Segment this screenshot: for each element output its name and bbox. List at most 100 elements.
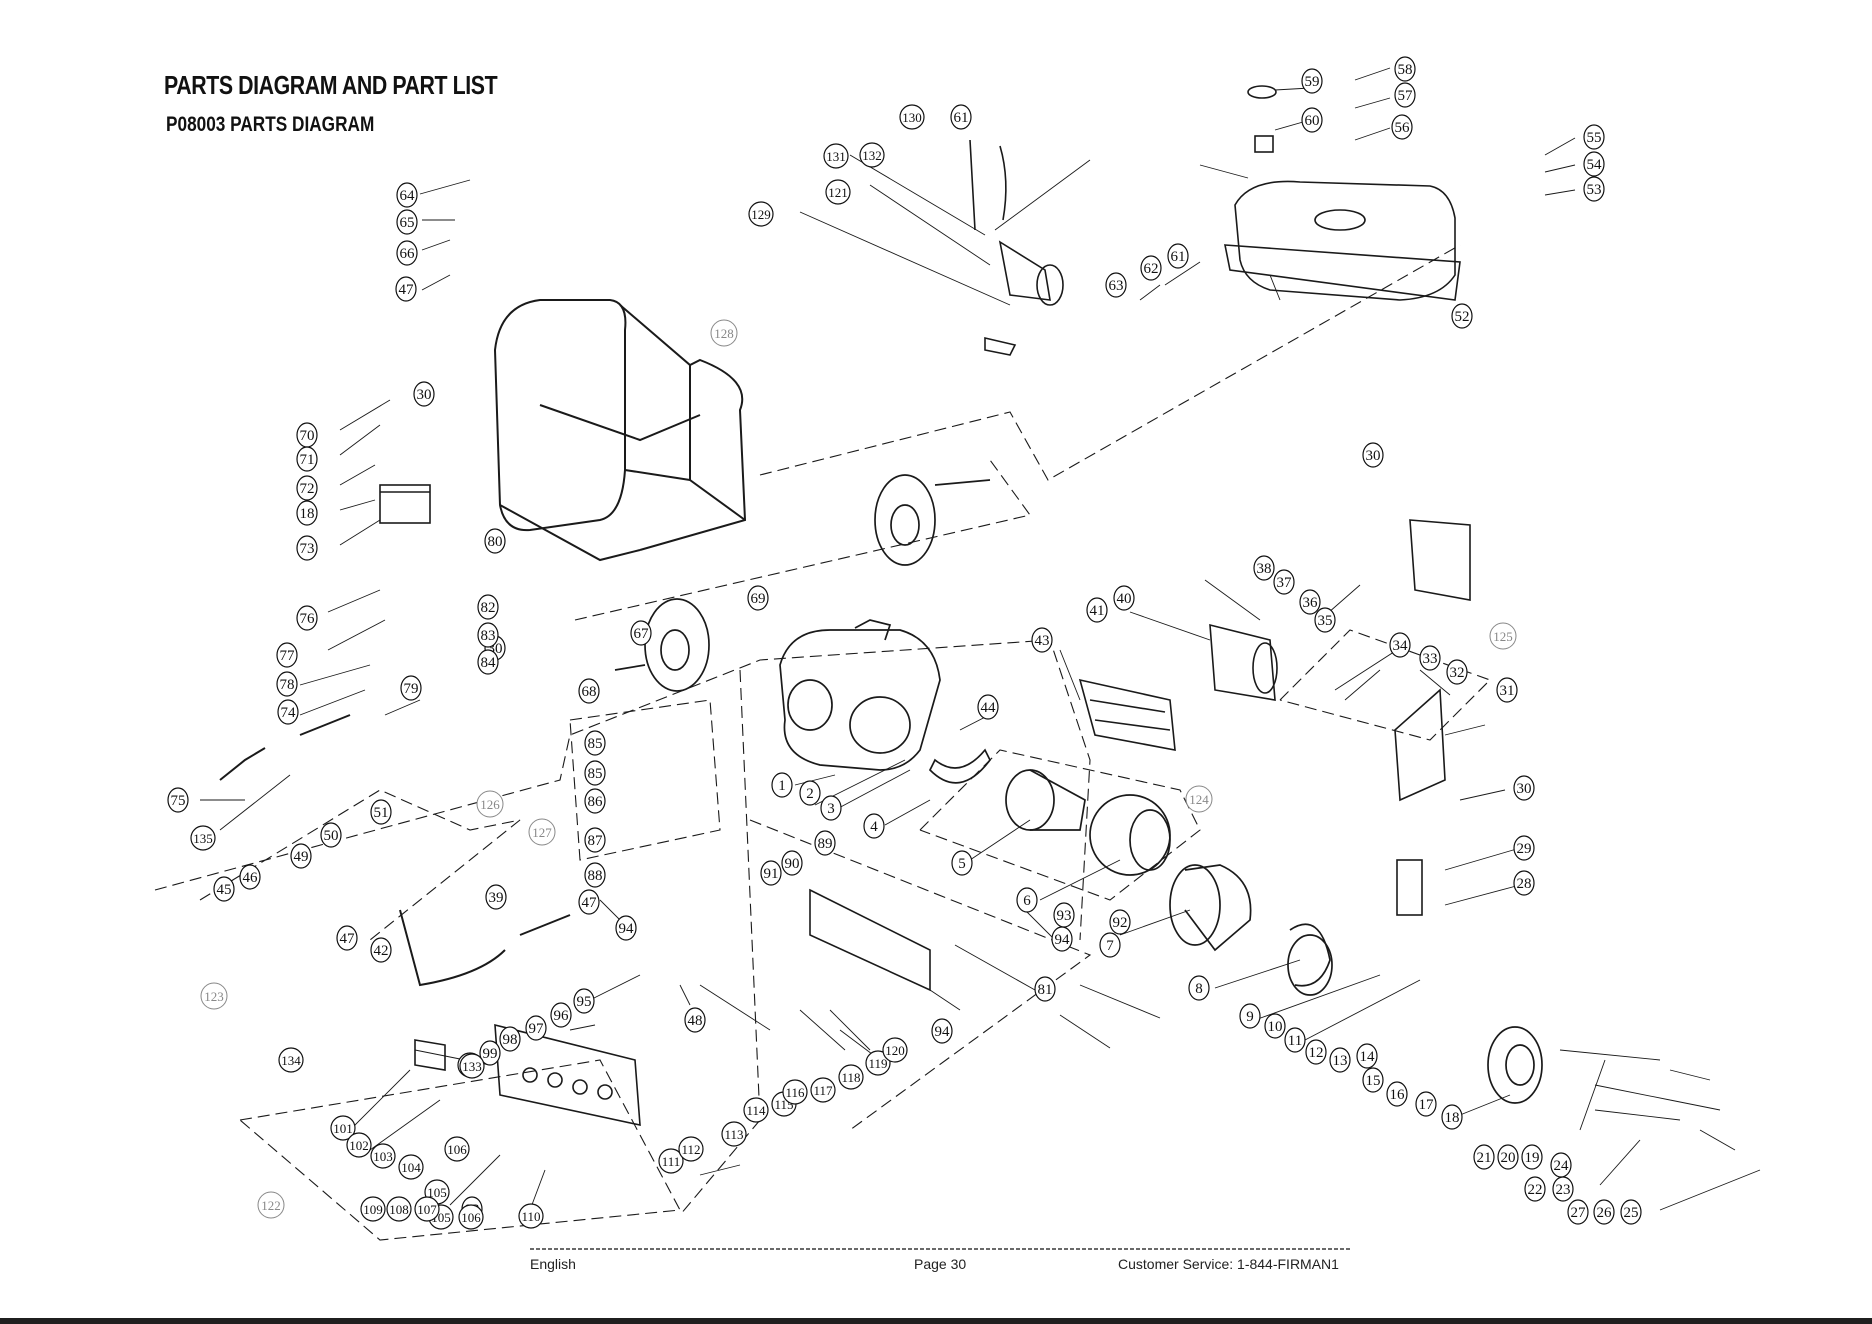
part-callout: 19 <box>1521 1144 1543 1170</box>
part-callout: 95 <box>573 988 595 1014</box>
group-callout-number: 123 <box>204 989 224 1004</box>
callout-circle <box>977 694 999 720</box>
callout-circle <box>584 730 606 756</box>
callout-number: 51 <box>374 805 389 821</box>
part-callout: 14 <box>1356 1043 1378 1069</box>
callout-number: 17 <box>1419 1097 1435 1113</box>
group-callout-number: 127 <box>532 825 552 840</box>
callout-number: 18 <box>300 506 315 522</box>
part-callout: 30 <box>1513 775 1535 801</box>
part-callout: 35 <box>1314 607 1336 633</box>
callout-number: 130 <box>902 110 922 125</box>
control-panel <box>414 888 931 1127</box>
callout-circle <box>395 276 417 302</box>
callout-circle <box>1284 1027 1306 1053</box>
callout-number: 5 <box>958 856 966 872</box>
callout-circle <box>859 142 885 168</box>
part-callout: 41 <box>1086 597 1108 623</box>
part-callout: 54 <box>1583 151 1605 177</box>
part-callout: 130 <box>899 104 925 130</box>
callout-circle <box>296 475 318 501</box>
part-callout: 48 <box>684 1007 706 1033</box>
callout-circle <box>584 760 606 786</box>
callout-circle <box>1239 1003 1261 1029</box>
outline-127 <box>569 699 721 861</box>
part-callout: 4 <box>863 813 885 839</box>
callout-circle <box>615 915 637 941</box>
part-callout: 91 <box>760 860 782 886</box>
part-callout: 69 <box>747 585 769 611</box>
callout-number: 62 <box>1144 261 1159 277</box>
part-callout: 111 <box>658 1148 684 1174</box>
part-callout: 106 <box>444 1136 470 1162</box>
part-callout: 29 <box>1513 835 1535 861</box>
callout-number: 40 <box>1117 591 1132 607</box>
callout-number: 91 <box>764 866 779 882</box>
callout-circle <box>396 182 418 208</box>
callout-number: 54 <box>1587 157 1603 173</box>
part-callout: 8 <box>1188 975 1210 1001</box>
callout-circle <box>743 1097 769 1123</box>
part-callout: 23 <box>1552 1176 1574 1202</box>
callout-circle <box>865 1050 891 1076</box>
callout-circle <box>1473 1144 1495 1170</box>
part-callout: 33 <box>1419 645 1441 671</box>
callout-number: 59 <box>1305 74 1320 90</box>
part-callout: 43 <box>1031 627 1053 653</box>
callout-number: 88 <box>588 868 603 884</box>
callout-circle <box>1386 1081 1408 1107</box>
callout-number: 30 <box>417 387 432 403</box>
callout-circle <box>477 622 499 648</box>
callout-circle <box>1051 926 1073 952</box>
callout-number: 77 <box>280 648 296 664</box>
part-callout: 66 <box>396 240 418 266</box>
fuel-tank <box>1224 85 1461 301</box>
part-callout: 108 <box>386 1196 412 1222</box>
callout-number: 36 <box>1303 595 1319 611</box>
callout-circle <box>810 1077 836 1103</box>
part-callout: 84 <box>477 649 499 675</box>
part-callout: 32 <box>1446 659 1468 685</box>
part-callout: 13 <box>1329 1047 1351 1073</box>
callout-number: 12 <box>1309 1045 1324 1061</box>
callout-circle <box>296 605 318 631</box>
callout-number: 11 <box>1288 1033 1302 1049</box>
outline-122 <box>239 1059 681 1241</box>
group-callout: 126 <box>476 790 504 818</box>
callout-number: 94 <box>1055 932 1071 948</box>
part-callout: 72 <box>296 475 318 501</box>
part-callout: 106 <box>458 1204 484 1230</box>
callout-number: 47 <box>399 282 415 298</box>
callout-number: 37 <box>1277 575 1293 591</box>
callout-number: 102 <box>349 1138 369 1153</box>
part-callout: 47 <box>578 889 600 915</box>
callout-circle <box>1389 632 1411 658</box>
callout-circle <box>1583 176 1605 202</box>
callout-circle <box>396 209 418 235</box>
group-callout-number: 122 <box>261 1198 281 1213</box>
part-callout: 116 <box>782 1079 808 1105</box>
callout-number: 86 <box>588 794 604 810</box>
callout-circle <box>320 822 342 848</box>
part-callout: 103 <box>370 1143 396 1169</box>
part-callout: 121 <box>825 179 851 205</box>
part-callout: 12 <box>1305 1039 1327 1065</box>
part-callout: 21 <box>1473 1144 1495 1170</box>
footer-language: English <box>530 1256 576 1272</box>
leader-lines <box>200 67 1761 1211</box>
group-outlines <box>154 244 1492 1241</box>
part-callout: 94 <box>615 915 637 941</box>
part-callout: 94 <box>931 1018 953 1044</box>
callout-circle <box>863 813 885 839</box>
callout-number: 116 <box>785 1085 805 1100</box>
callout-number: 44 <box>981 700 997 716</box>
part-callout: 113 <box>721 1121 747 1147</box>
callout-number: 15 <box>1366 1073 1381 1089</box>
callout-circle <box>360 1196 386 1222</box>
callout-number: 83 <box>481 628 496 644</box>
callout-number: 98 <box>503 1032 518 1048</box>
callout-circle <box>276 671 298 697</box>
callout-circle <box>1391 114 1413 140</box>
part-callout: 28 <box>1513 870 1535 896</box>
part-callout: 80 <box>484 528 506 554</box>
